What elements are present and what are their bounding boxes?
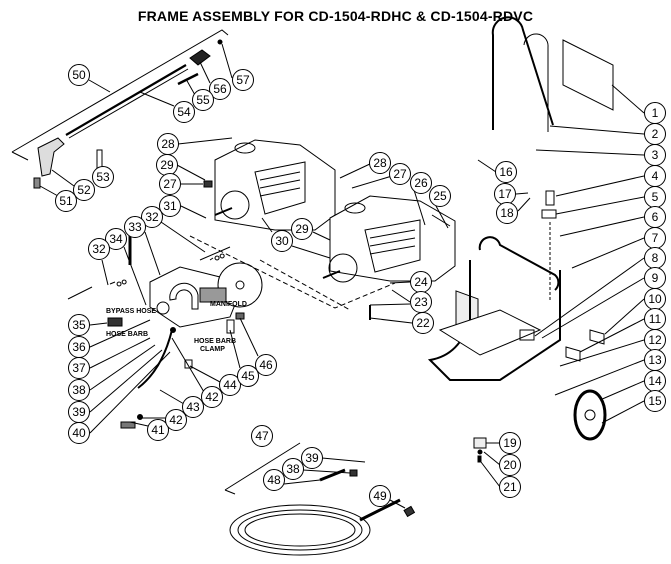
callout-42[interactable]: 42 [165,409,187,431]
diagram-title: FRAME ASSEMBLY FOR CD-1504-RDHC & CD-150… [137,8,534,24]
callout-29-right[interactable]: 29 [291,218,313,240]
callout-12[interactable]: 12 [644,329,666,351]
callout-30[interactable]: 30 [271,230,293,252]
hose-barb-clamp-label: HOSE BARB [194,338,237,345]
engine-right [291,162,456,324]
callout-8[interactable]: 8 [644,247,666,269]
callout-24[interactable]: 24 [410,271,432,293]
callout-51[interactable]: 51 [55,190,77,212]
callout-40[interactable]: 40 [68,422,90,444]
callout-2[interactable]: 2 [644,123,666,145]
callout-41[interactable]: 41 [147,419,169,441]
callout-32[interactable]: 32 [141,206,163,228]
callout-46[interactable]: 46 [255,354,277,376]
callout-28[interactable]: 28 [157,133,179,155]
callout-14[interactable]: 14 [644,370,666,392]
spray-gun-assembly [11,29,233,197]
callout-47[interactable]: 47 [251,425,273,447]
callout-22[interactable]: 22 [412,312,434,334]
callout-39[interactable]: 39 [68,401,90,423]
callout-20[interactable]: 20 [499,454,521,476]
callout-33[interactable]: 33 [124,216,146,238]
callout-38-hose[interactable]: 38 [282,458,304,480]
callout-35[interactable]: 35 [68,314,90,336]
callout-29[interactable]: 29 [156,154,178,176]
callout-57[interactable]: 57 [232,69,254,91]
callout-27-right[interactable]: 27 [389,163,411,185]
callout-44[interactable]: 44 [219,374,241,396]
callout-48[interactable]: 48 [263,469,285,491]
callout-16[interactable]: 16 [495,161,517,183]
callout-5[interactable]: 5 [644,186,666,208]
callout-27[interactable]: 27 [159,173,181,195]
callout-43[interactable]: 43 [182,396,204,418]
callout-56[interactable]: 56 [209,78,231,100]
callout-15[interactable]: 15 [644,390,666,412]
callout-42b[interactable]: 42 [201,386,223,408]
callout-34[interactable]: 34 [105,228,127,250]
callout-21[interactable]: 21 [499,476,521,498]
callout-32b[interactable]: 32 [88,238,110,260]
callout-36[interactable]: 36 [68,336,90,358]
callout-53[interactable]: 53 [92,166,114,188]
callout-11[interactable]: 11 [644,308,666,330]
callout-25[interactable]: 25 [429,185,451,207]
callout-9[interactable]: 9 [644,267,666,289]
hose-barb-label: HOSE BARB [106,331,149,338]
frame-assembly [427,16,645,488]
manifold-label: MANIFOLD [210,301,247,308]
callout-28-right[interactable]: 28 [369,152,391,174]
callout-50[interactable]: 50 [68,64,90,86]
callout-38[interactable]: 38 [68,379,90,401]
callout-3[interactable]: 3 [644,144,666,166]
callout-37[interactable]: 37 [68,357,90,379]
callout-31[interactable]: 31 [159,195,181,217]
callout-39-hose[interactable]: 39 [301,447,323,469]
callout-13[interactable]: 13 [644,349,666,371]
callout-45[interactable]: 45 [237,365,259,387]
callout-19[interactable]: 19 [499,432,521,454]
callout-6[interactable]: 6 [644,206,666,228]
callout-52[interactable]: 52 [73,179,95,201]
callout-26[interactable]: 26 [410,172,432,194]
clamp-label: CLAMP [200,346,225,353]
callout-1[interactable]: 1 [644,102,666,124]
engine-left [176,137,336,233]
callout-7[interactable]: 7 [644,227,666,249]
pump-assembly [67,221,396,434]
callout-4[interactable]: 4 [644,165,666,187]
callout-10[interactable]: 10 [644,288,666,310]
hose-assembly [224,442,416,556]
callout-23[interactable]: 23 [410,291,432,313]
callout-18[interactable]: 18 [496,202,518,224]
callout-55[interactable]: 55 [192,89,214,111]
bypass-hose-label: BYPASS HOSE [106,308,157,315]
callout-54[interactable]: 54 [173,101,195,123]
callout-49[interactable]: 49 [369,485,391,507]
